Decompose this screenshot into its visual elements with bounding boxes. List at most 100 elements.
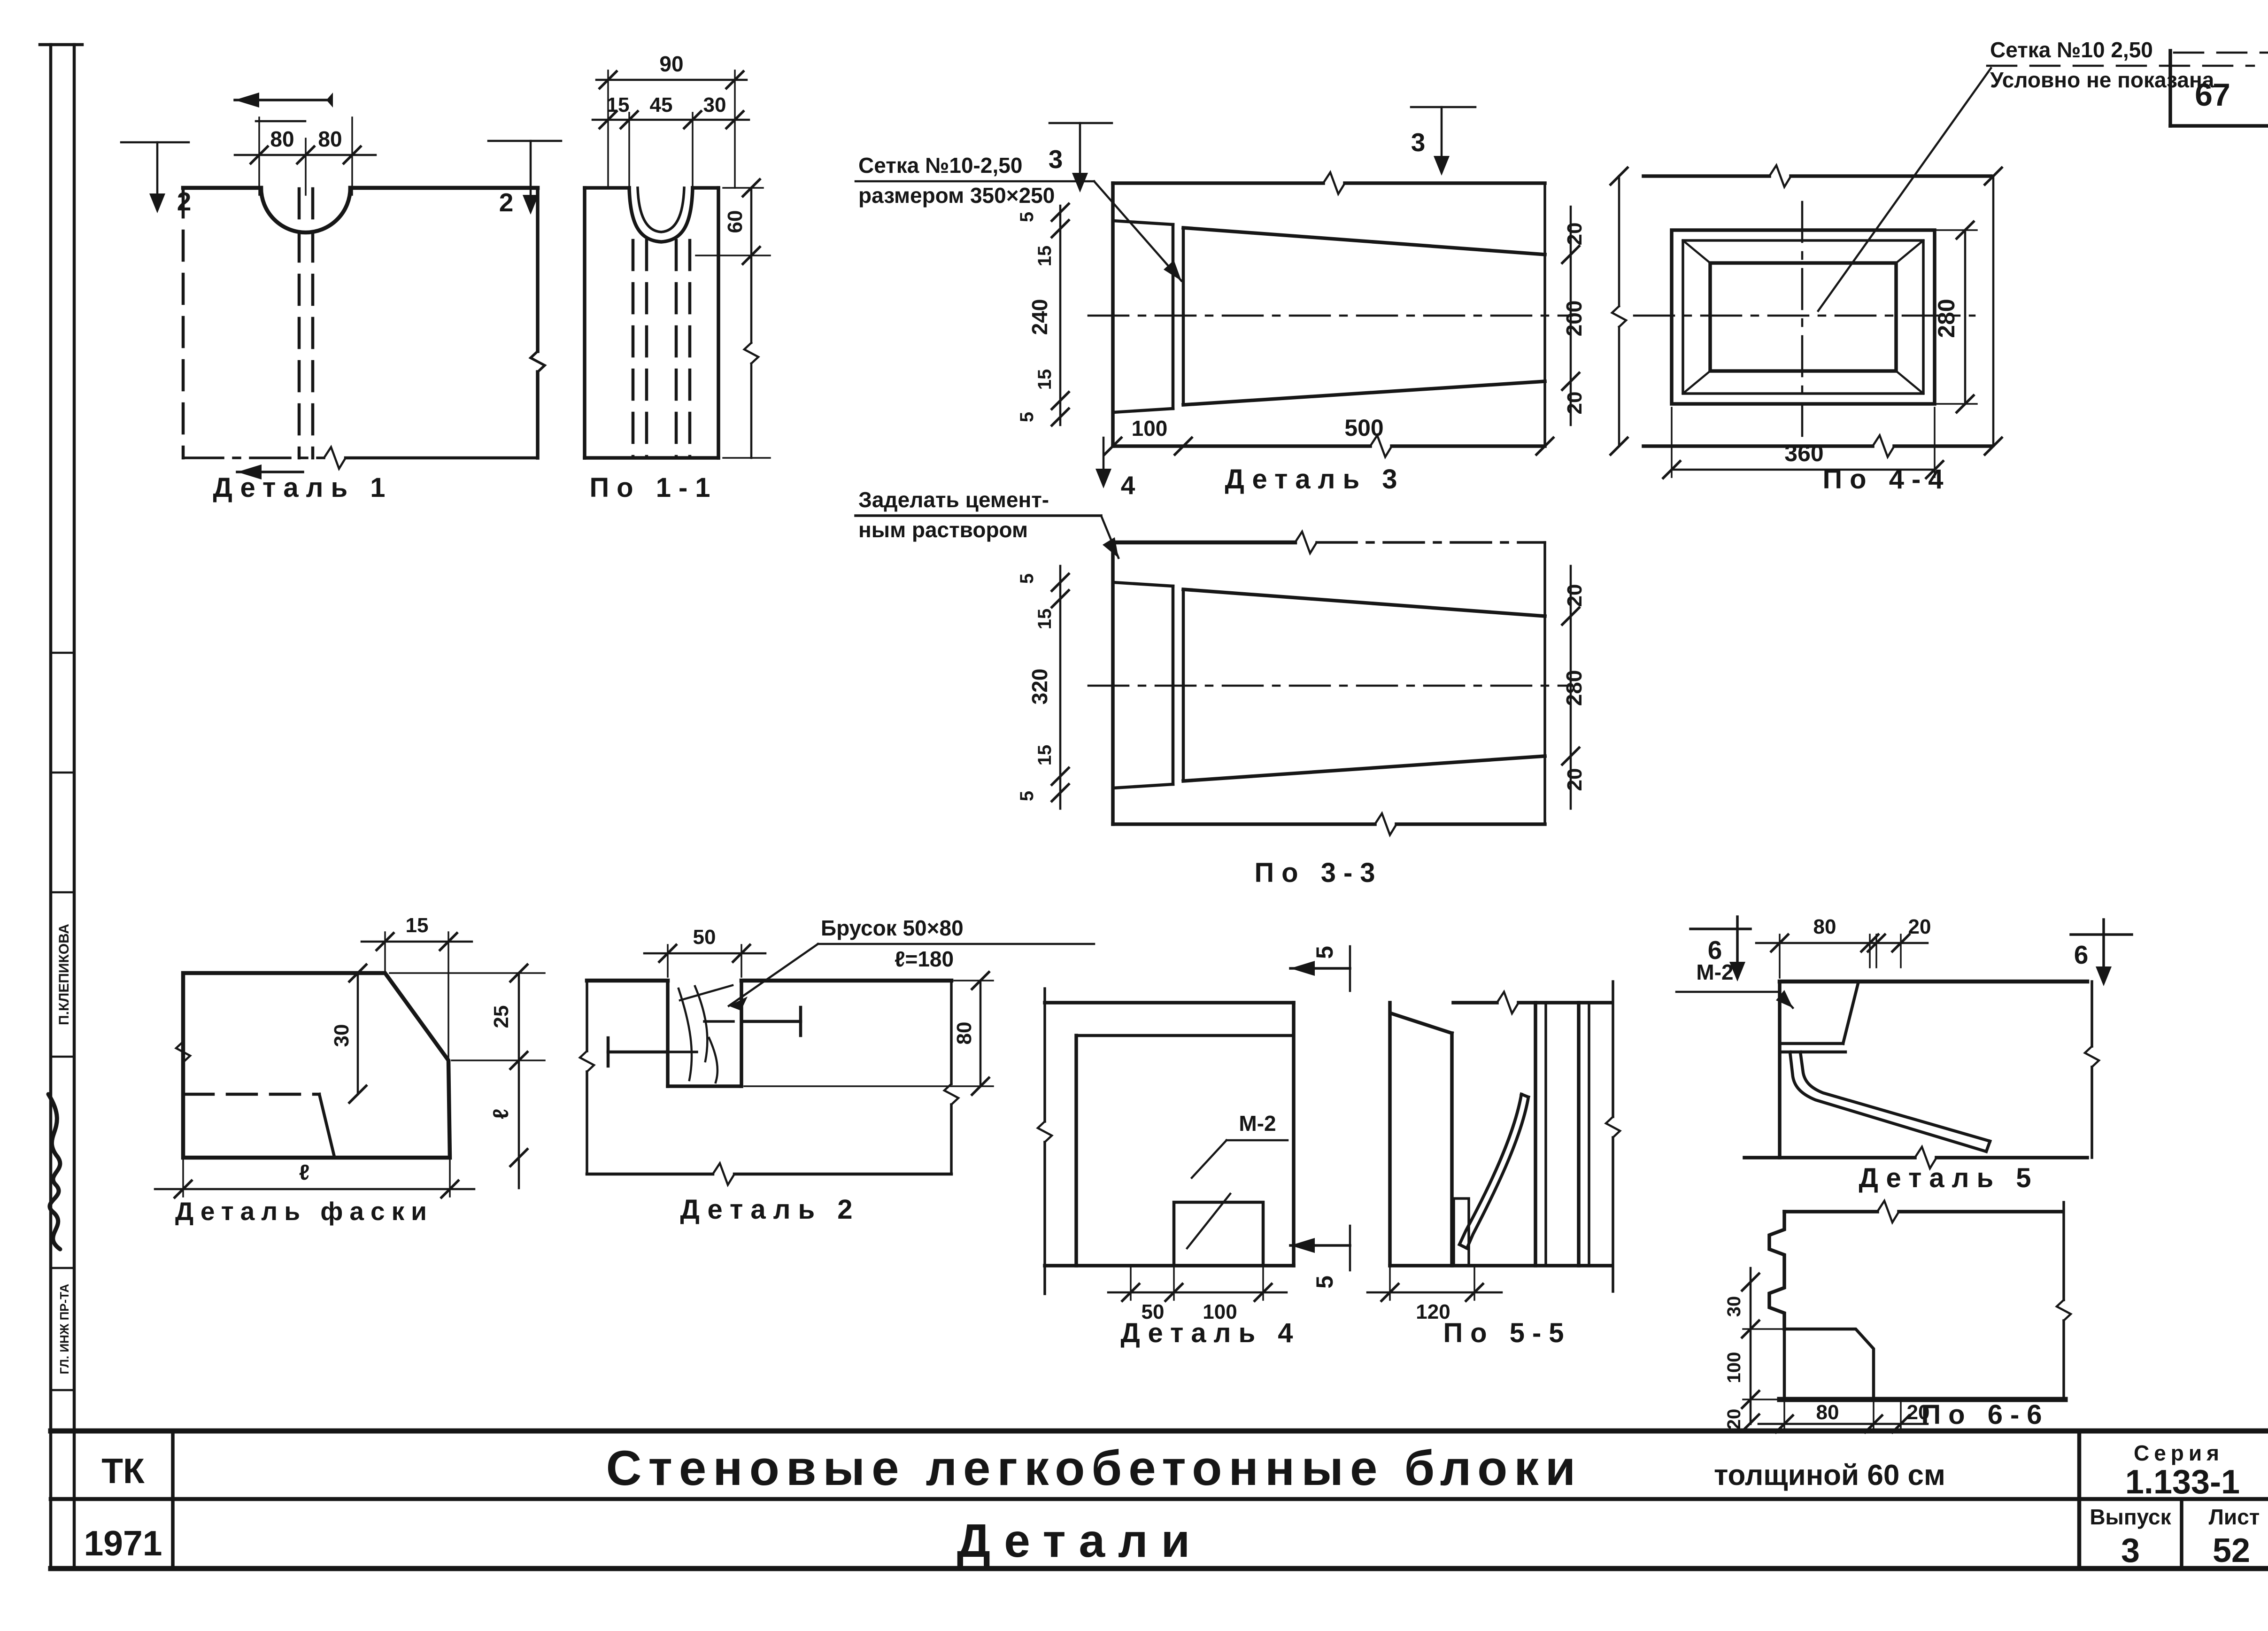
po66-left-100: 100 [1724,1352,1744,1384]
po-6-6-view: 30 100 20 80 20 По 6-6 [1724,1198,2073,1434]
d3-dim-500: 500 [1344,415,1383,441]
d5-section-6-right: 6 [2074,940,2089,969]
stamp-signature [46,1092,62,1252]
detail-3-view: 5 15 240 15 5 20 200 20 100 500 Сетка №1… [854,106,1586,500]
po66-left-30: 30 [1724,1296,1744,1317]
chamfer-dim-l-bottom: ℓ [299,1160,309,1184]
po11-dim-15: 15 [607,93,630,116]
d4-anchor-label: М-2 [1239,1111,1276,1136]
po33-left-15b: 15 [1034,745,1055,766]
d2-note-line2: ℓ=180 [895,947,954,971]
tb-main-title-suffix: толщиной 60 см [1714,1459,1945,1492]
d3-dim-100: 100 [1132,416,1168,441]
detail1-dim-80-right: 80 [318,127,342,151]
d3-note-line1: Сетка №10-2,50 [858,153,1022,178]
tb-org: ТК [101,1451,145,1491]
d3-left-dim-15b: 15 [1034,369,1055,390]
d5-section-6-left: 6 [1708,935,1722,965]
po33-note-line2: ным раствором [858,518,1028,542]
d3-title: Деталь 3 [1225,464,1404,495]
detail-4-view: М-2 5 5 50 100 Деталь 4 [1036,945,1351,1348]
d5-title: Деталь 5 [1859,1163,2038,1193]
po55-dim-120: 120 [1416,1300,1450,1323]
detail1-section-mark-left: 2 [177,187,192,216]
po33-left-15t: 15 [1034,609,1055,630]
detail-1-view: 80 80 2 2 Деталь 1 [120,93,563,503]
sheet-frame: П.КЛЕПИКОВА ГЛ. ИНЖ ПР-ТА [38,43,84,1570]
d5-dim-20: 20 [1908,915,1931,938]
page-number: 67 [2195,77,2230,113]
d3-section-4: 4 [1121,471,1135,500]
po33-note-line1: Заделать цемент- [858,487,1049,512]
chamfer-dim-l-right: ℓ [488,1109,513,1119]
po44-dim-360: 360 [1784,440,1823,466]
po33-left-5b: 5 [1017,791,1037,801]
tb-sheet-label: Лист [2209,1505,2260,1529]
d3-right-dim-20b: 20 [1563,392,1586,415]
d4-dim-50: 50 [1142,1300,1165,1323]
tb-year: 1971 [84,1523,162,1563]
chamfer-title: Деталь фаски [175,1197,433,1226]
po11-dim-90: 90 [659,52,683,76]
d3-left-dim-5t: 5 [1017,212,1037,222]
po33-right-20t: 20 [1563,584,1586,607]
d2-dim-80: 80 [953,1022,976,1045]
tb-main-title: Стеновые легкобетонные блоки [606,1441,1582,1496]
po66-left-20: 20 [1724,1409,1744,1430]
d2-dim-50: 50 [693,926,716,949]
d4-dim-100: 100 [1203,1300,1237,1323]
d5-dim-80: 80 [1813,915,1836,938]
po33-right-280: 280 [1562,670,1586,706]
po55-title: По 5-5 [1443,1318,1571,1348]
po44-note-line1: Сетка №10 2,50 [1990,38,2153,62]
po-4-4-view: 280 360 Сетка №10 2,50 Условно не показа… [1609,38,2255,495]
po66-dim-80: 80 [1816,1401,1839,1424]
stamp-name: П.КЛЕПИКОВА [56,924,72,1025]
chamfer-detail-view: 30 15 25 ℓ ℓ Деталь фаски [154,914,546,1226]
d2-note-line1: Брусок 50×80 [821,916,964,940]
d3-right-dim-20t: 20 [1563,223,1586,246]
d4-section-5-top: 5 [1311,946,1338,959]
d3-left-dim-15t: 15 [1034,246,1055,267]
detail-5-view: М-2 80 20 6 6 Деталь 5 [1675,915,2133,1193]
chamfer-dim-25: 25 [490,1005,513,1028]
detail1-title: Деталь 1 [213,472,393,503]
tb-series-value: 1.133-1 [2125,1463,2240,1501]
d3-note-line2: размером 350×250 [858,183,1055,208]
d3-left-dim-240: 240 [1027,299,1052,335]
po33-title: По 3-3 [1254,858,1382,888]
d3-section-3-left: 3 [1049,145,1063,174]
po44-dim-280: 280 [1933,299,1959,338]
d4-section-5-bottom: 5 [1311,1275,1338,1289]
d4-title: Деталь 4 [1120,1318,1300,1348]
tb-sheet-value: 52 [2213,1532,2250,1569]
po11-dim-60: 60 [724,210,747,233]
chamfer-dim-30: 30 [330,1024,353,1047]
po33-right-20b: 20 [1563,768,1586,791]
po11-title: По 1-1 [589,472,717,503]
po66-title: По 6-6 [1921,1399,2049,1430]
d2-title: Деталь 2 [680,1194,860,1225]
po44-title: По 4-4 [1822,464,1951,495]
page-number-box: 67 [2168,49,2268,128]
d3-right-dim-200: 200 [1562,301,1586,337]
tb-series-label: Серия [2134,1441,2224,1465]
po-5-5-view: 120 По 5-5 [1366,980,1622,1348]
d5-anchor-label: М-2 [1696,960,1733,984]
detail-2-view: 50 80 Брусок 50×80 ℓ=180 Деталь 2 [578,916,1095,1225]
tb-subtitle: Детали [957,1515,1203,1567]
stamp-role: ГЛ. ИНЖ ПР-ТА [57,1283,71,1374]
po33-left-5t: 5 [1017,573,1037,584]
po66-dim-20: 20 [1907,1401,1930,1424]
detail1-dim-80-left: 80 [270,127,294,151]
chamfer-dim-15: 15 [406,914,429,937]
title-block: ТК 1971 Стеновые легкобетонные блоки тол… [48,1428,2268,1571]
po44-note-line2: Условно не показана [1990,68,2214,92]
po-1-1-view: 90 15 45 30 60 По 1-1 [583,52,771,503]
po33-left-320: 320 [1027,669,1052,705]
po-3-3-view: 5 15 320 15 5 20 280 20 Заделать цемент-… [854,487,1586,888]
po11-dim-30: 30 [703,93,726,116]
d3-left-dim-5b: 5 [1017,412,1037,422]
tb-issue-value: 3 [2121,1532,2140,1569]
